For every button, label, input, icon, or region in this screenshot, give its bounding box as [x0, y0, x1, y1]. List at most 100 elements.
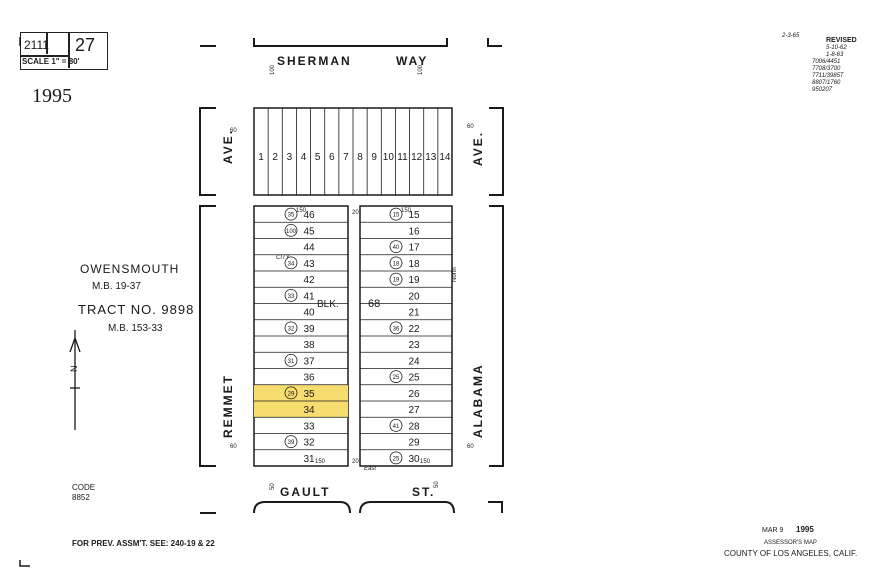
dimension-label: 20 [352, 459, 359, 465]
parcel-number: 40 [393, 245, 400, 251]
parcel-circle [284, 288, 298, 302]
dimension-label: 150 [315, 459, 326, 465]
lot-number: 14 [439, 152, 451, 163]
lot-number: 18 [408, 259, 420, 270]
lot-number: 16 [408, 226, 420, 237]
revised-title: REVISED [826, 37, 857, 44]
parcel-number: 32 [288, 326, 295, 332]
lot-number: 31 [303, 454, 315, 465]
block-label: BLK. [317, 299, 339, 310]
lot-number: 9 [371, 152, 377, 163]
revision-entry: 1-8-63 [826, 52, 844, 58]
book-number: 2111 [24, 38, 49, 52]
parcel-number: 34 [288, 261, 295, 267]
dimension-label: 60 [467, 444, 474, 450]
county-label: COUNTY OF LOS ANGELES, CALIF. [724, 549, 858, 558]
city-label: CITY [276, 255, 290, 261]
lot-number: 46 [303, 210, 315, 221]
lot-number: 6 [329, 152, 335, 163]
dimension-label: 60 [467, 124, 474, 130]
parcel-circle [284, 223, 298, 237]
street-border-lines [199, 38, 504, 514]
left-block-lots: 4635451004443344241334039323837313635293… [254, 207, 348, 465]
lot-number: 43 [303, 259, 315, 270]
map-scale: SCALE 1" = 80' [22, 57, 80, 66]
lot-number: 29 [408, 438, 420, 449]
parcel-number: 31 [288, 359, 295, 365]
assessor-map-label: ASSESSOR'S MAP [764, 540, 817, 546]
revision-entry: 7711/3985T [812, 73, 844, 79]
street-name-south: ST. [412, 485, 436, 499]
tract-mb2: M.B. 153-33 [108, 323, 163, 334]
code-label: CODE [72, 483, 96, 492]
parcel-circle [284, 321, 298, 335]
parcel-circle [389, 272, 403, 286]
code-value: 8852 [72, 493, 90, 502]
lot-number: 21 [408, 308, 420, 319]
map-year: 1995 [32, 85, 72, 107]
index-divider [46, 32, 48, 54]
tract-number: TRACT NO. 9898 [78, 302, 195, 317]
parcel-number: 100 [286, 229, 297, 235]
parcel-number: 15 [393, 213, 400, 219]
east-line-label: East [364, 466, 377, 472]
revision-entry: 7006/4451 [812, 59, 841, 65]
highlighted-lot [254, 384, 348, 401]
parcel-number: 35 [288, 213, 295, 219]
lot-number: 33 [303, 421, 315, 432]
lot-number: 19 [408, 275, 420, 286]
highlighted-lot [254, 401, 348, 418]
lot-number: 7 [343, 152, 349, 163]
lot-number: 28 [408, 421, 420, 432]
lot-number: 41 [303, 291, 315, 302]
north-arrow-icon [69, 330, 81, 430]
dimension-label: 20 [352, 210, 359, 216]
stamp-year: 1995 [796, 525, 814, 534]
parcel-number: 33 [288, 294, 295, 300]
parcel-number: 25 [393, 375, 400, 381]
index-divider [68, 32, 70, 68]
corner-marks [19, 37, 30, 567]
lot-number: 32 [303, 438, 315, 449]
lot-number: 27 [408, 405, 420, 416]
dimension-label: 150 [420, 459, 431, 465]
dimension-label: 60 [230, 444, 237, 450]
dimension-label: 150 [401, 208, 412, 214]
lot-number: 23 [408, 340, 420, 351]
parcel-circle [284, 353, 298, 367]
parcel-circle [389, 256, 403, 270]
parcel-number: 25 [393, 456, 400, 462]
block-number: 68 [368, 298, 381, 310]
street-name-south: GAULT [280, 485, 331, 499]
parcel-circle [389, 207, 403, 221]
lot-number: 45 [303, 226, 315, 237]
prev-assessment-note: FOR PREV. ASSM'T. SEE: 240-19 & 22 [72, 539, 215, 548]
lot-number: 2 [272, 152, 278, 163]
parcel-number: 39 [288, 440, 295, 446]
tract-mb1: M.B. 19-37 [92, 281, 141, 292]
lot-number: 15 [408, 210, 420, 221]
revision-date: 2-3-65 [782, 33, 800, 39]
lot-number: 39 [303, 324, 315, 335]
lot-number: 17 [408, 243, 420, 254]
lot-number: 35 [303, 389, 315, 400]
tract-name: OWENSMOUTH [80, 262, 180, 276]
lot-number: 37 [303, 356, 315, 367]
parcel-circle [284, 207, 298, 221]
parcel-number: 29 [288, 391, 295, 397]
lot-number: 8 [357, 152, 363, 163]
parcel-circle [389, 240, 403, 254]
lot-number: 25 [408, 373, 420, 384]
parcel-circle [389, 451, 403, 465]
lot-number: 20 [408, 291, 420, 302]
lot-number: 13 [425, 152, 437, 163]
parcel-circle [389, 321, 403, 335]
parcel-circle [284, 256, 298, 270]
lot-number: 26 [408, 389, 420, 400]
revision-entry: 950207 [812, 87, 833, 93]
parcel-circle [284, 386, 298, 400]
lot-number: 40 [303, 308, 315, 319]
revision-entry: 7708/3700 [812, 66, 841, 72]
